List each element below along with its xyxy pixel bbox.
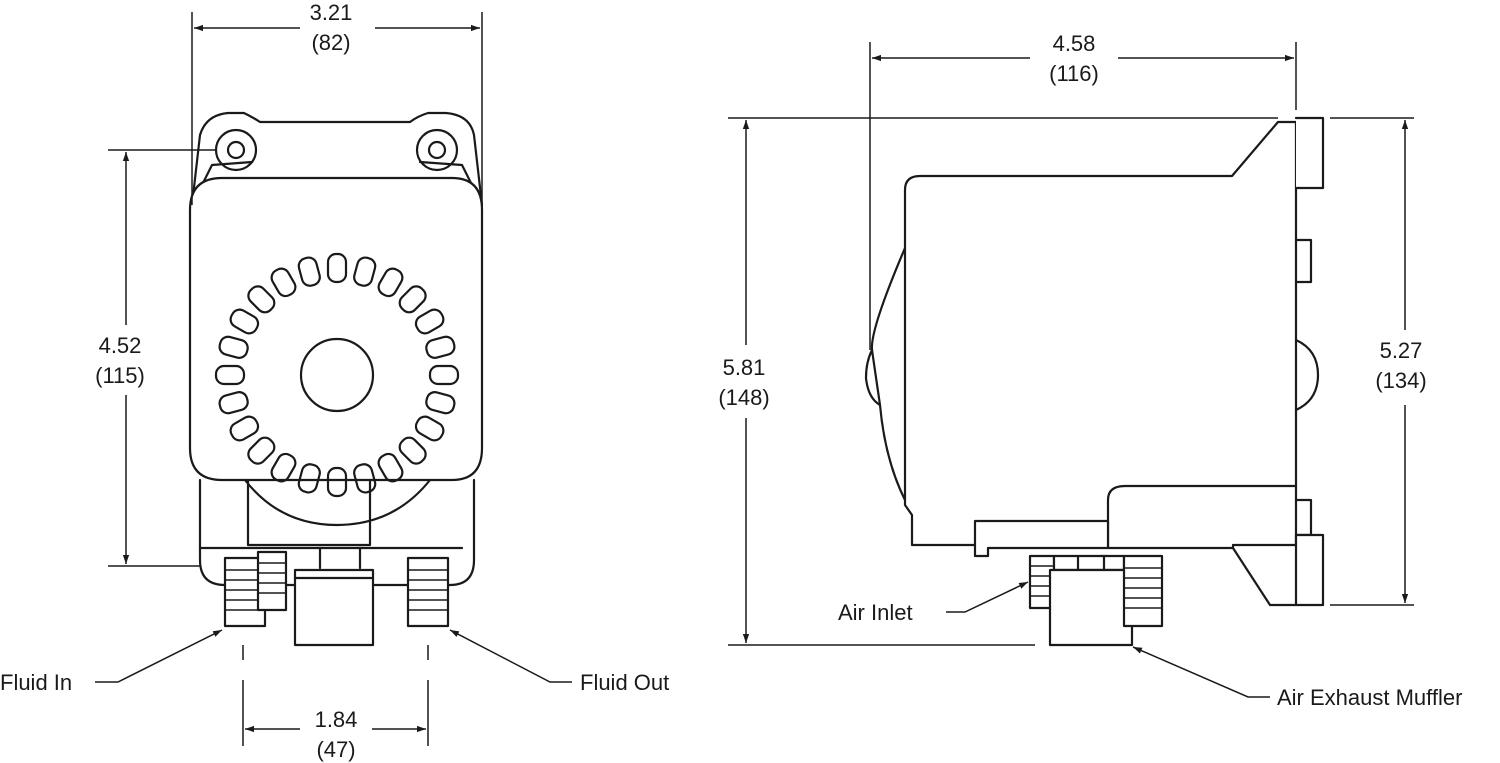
pump-body — [188, 176, 484, 482]
impeller-slot — [353, 256, 377, 287]
mounting-hole-right — [415, 128, 459, 172]
impeller-slot — [229, 308, 260, 335]
fluid-in-fitting — [223, 550, 288, 628]
air-exhaust-muffler — [1048, 568, 1134, 647]
front-width-dimension: 3.21 (82) — [191, 0, 483, 205]
impeller-slot — [377, 452, 404, 483]
front-width-inches: 3.21 — [310, 0, 353, 25]
exhaust-fitting — [1122, 554, 1164, 628]
total-height-mm: (148) — [718, 385, 769, 410]
side-depth-inches: 4.58 — [1053, 31, 1096, 56]
impeller-slot — [297, 256, 321, 287]
impeller-slot — [270, 452, 297, 483]
front-height-dimension: 4.52 (115) — [95, 149, 216, 567]
impeller-slot — [297, 463, 321, 494]
center-block — [293, 568, 375, 647]
body-height-dimension: 5.27 (134) — [1330, 117, 1427, 606]
total-height-dimension: 5.81 (148) — [718, 117, 1278, 646]
side-housing — [903, 120, 1298, 550]
air-inlet-fitting — [1028, 554, 1126, 610]
side-manifold — [1106, 484, 1298, 547]
impeller-slot — [218, 391, 249, 415]
impeller-slot — [377, 267, 404, 298]
impeller-slot — [247, 436, 276, 465]
port-spacing-inches: 1.84 — [315, 707, 358, 732]
air-inlet-label: Air Inlet — [838, 600, 913, 625]
impeller-slot-ring — [214, 252, 460, 498]
front-height-mm: (115) — [95, 363, 145, 388]
impeller-slot — [353, 463, 377, 494]
fluid-in-leader — [95, 629, 223, 683]
impeller-slot — [326, 466, 348, 498]
center-hub — [299, 337, 375, 413]
side-dome — [864, 246, 907, 502]
impeller-slot — [326, 252, 348, 284]
impeller-slot — [425, 335, 456, 359]
impeller-slot — [414, 415, 445, 442]
impeller-slot — [229, 415, 260, 442]
fluid-out-fitting — [406, 556, 450, 628]
body-height-mm: (134) — [1375, 368, 1426, 393]
impeller-slot — [218, 335, 249, 359]
fluid-out-label: Fluid Out — [580, 670, 669, 695]
impeller-slot — [247, 285, 276, 314]
back-flange — [1294, 116, 1325, 190]
impeller-slot — [270, 267, 297, 298]
front-view: 3.21 (82) 4.52 (115) 1.84 (47) Fluid In … — [0, 0, 669, 762]
total-height-inches: 5.81 — [723, 355, 766, 380]
port-spacing-dimension: 1.84 (47) — [242, 645, 429, 762]
fluid-in-label: Fluid In — [0, 670, 72, 695]
air-inlet-leader — [946, 581, 1029, 613]
impeller-slot — [425, 391, 456, 415]
impeller-slot — [398, 436, 427, 465]
port-spacing-mm: (47) — [316, 737, 355, 762]
impeller-slot — [398, 285, 427, 314]
air-exhaust-leader — [1132, 646, 1270, 698]
air-exhaust-label: Air Exhaust Muffler — [1277, 685, 1462, 710]
body-height-inches: 5.27 — [1380, 338, 1423, 363]
front-width-mm: (82) — [311, 30, 350, 55]
side-depth-dimension: 4.58 (116) — [869, 31, 1297, 350]
side-depth-mm: (116) — [1049, 61, 1099, 86]
impeller-slot — [214, 364, 246, 386]
mounting-bracket — [190, 111, 484, 207]
impeller-slot — [428, 364, 460, 386]
front-height-inches: 4.52 — [99, 333, 142, 358]
fluid-out-leader — [449, 629, 572, 683]
impeller-slot — [414, 308, 445, 335]
side-view: 4.58 (116) 5.81 (148) 5.27 (134) Air Inl… — [718, 31, 1462, 710]
